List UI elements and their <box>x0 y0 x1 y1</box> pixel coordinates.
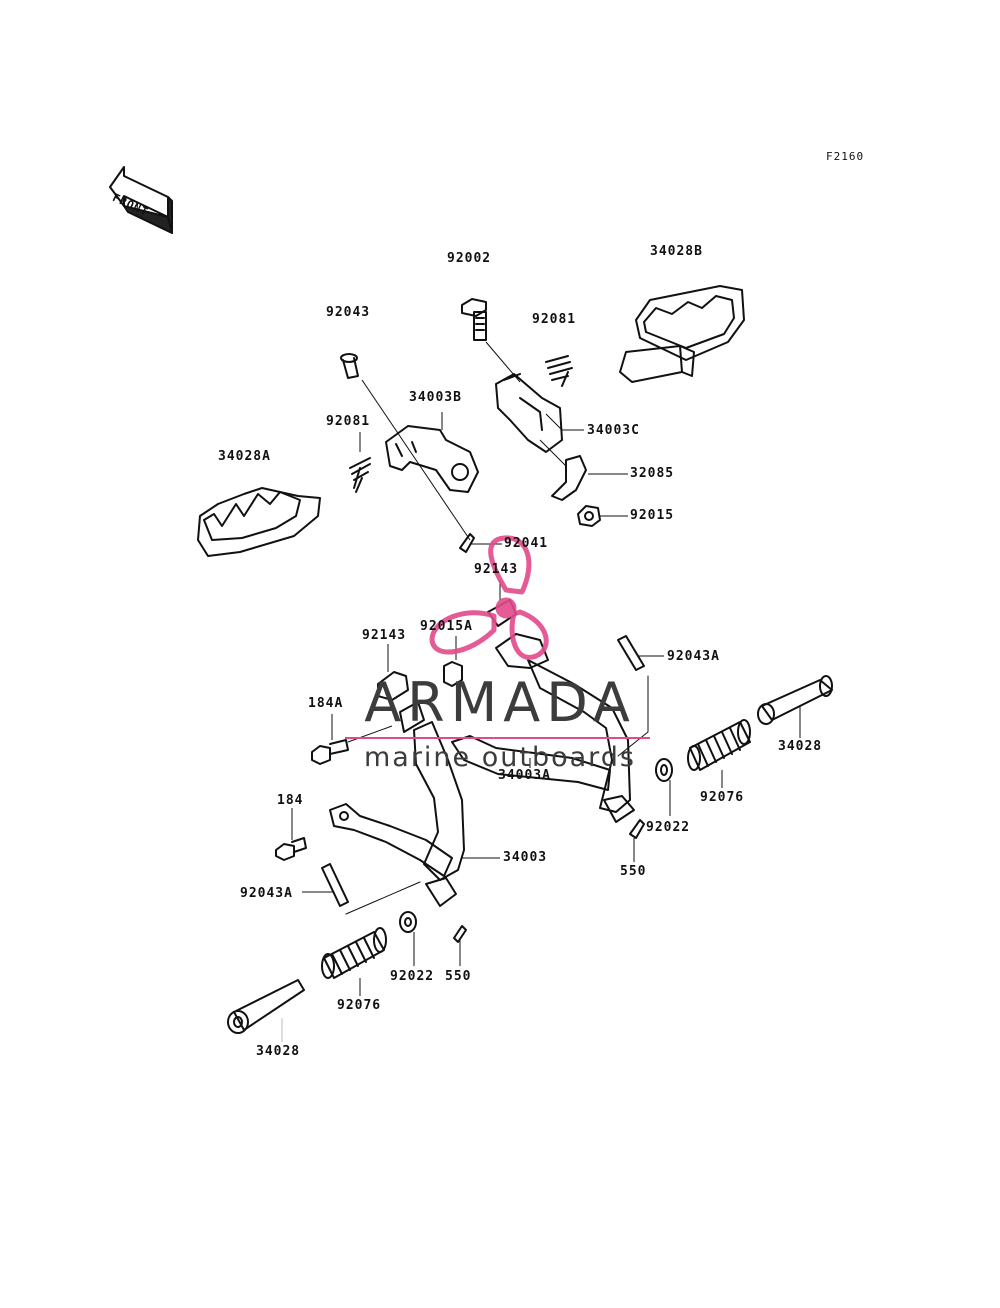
label-550-right: 550 <box>620 864 647 879</box>
watermark-accent-line <box>345 737 650 739</box>
label-92081-left: 92081 <box>326 414 371 429</box>
part-92143-left-clip <box>377 671 409 701</box>
label-34003: 34003 <box>503 850 548 865</box>
label-34028-right: 34028 <box>778 739 823 754</box>
part-92022-left-washer <box>399 911 417 933</box>
label-34003A: 34003A <box>498 768 551 783</box>
label-92043A-left: 92043A <box>240 886 293 901</box>
watermark-subtitle: marine outboards <box>363 742 636 773</box>
label-92076-left: 92076 <box>337 998 382 1013</box>
part-92022-right-washer <box>655 758 673 782</box>
label-92022-left: 92022 <box>390 969 435 984</box>
label-34028-left: 34028 <box>256 1044 301 1059</box>
part-92041-cotter <box>459 533 475 553</box>
label-92076-right: 92076 <box>700 790 745 805</box>
label-34003C: 34003C <box>587 423 640 438</box>
propeller-icon <box>429 535 549 660</box>
watermark-title: ARMADA <box>364 671 636 734</box>
part-34003-stand <box>329 701 465 907</box>
part-34003A-stand <box>451 633 635 823</box>
part-92043A-right-pin <box>617 635 649 757</box>
part-32085-plate <box>551 455 587 501</box>
label-184A: 184A <box>308 696 344 711</box>
label-34028A: 34028A <box>218 449 271 464</box>
label-550-left: 550 <box>445 969 472 984</box>
part-92076-right-rubber <box>687 719 751 771</box>
label-184: 184 <box>277 793 304 808</box>
part-92015A-nut <box>443 661 463 687</box>
label-92041: 92041 <box>504 536 549 551</box>
label-92081-top: 92081 <box>532 312 577 327</box>
label-34003B: 34003B <box>409 390 462 405</box>
label-92002: 92002 <box>447 251 492 266</box>
label-92043-top: 92043 <box>326 305 371 320</box>
part-92002-bolt <box>461 298 487 341</box>
part-34028-left-tube <box>227 979 305 1034</box>
part-92081-spring-left <box>349 457 371 493</box>
part-34003C-bracket <box>495 373 563 453</box>
label-92022-right: 92022 <box>646 820 691 835</box>
part-34028A-footpeg <box>197 487 321 557</box>
part-92076-left-rubber <box>321 927 387 979</box>
label-92015: 92015 <box>630 508 675 523</box>
part-550-left-cotter <box>453 925 467 943</box>
label-32085: 32085 <box>630 466 675 481</box>
part-184A-bolt <box>311 739 349 765</box>
part-92015-nut <box>577 505 601 527</box>
leader-lines <box>281 341 801 1042</box>
label-34028B: 34028B <box>650 244 703 259</box>
label-92143-top: 92143 <box>474 562 519 577</box>
part-92043-pin <box>340 353 359 379</box>
front-arrow-icon <box>109 166 173 234</box>
part-550-right-cotter <box>629 819 645 839</box>
part-184-bolt <box>275 837 307 861</box>
label-92043A-right: 92043A <box>667 649 720 664</box>
part-34003B-bracket <box>385 425 479 493</box>
part-34028-right-tube <box>757 675 833 725</box>
label-92143-left: 92143 <box>362 628 407 643</box>
part-92043A-left-pin <box>321 863 421 915</box>
part-92081-spring-right <box>545 355 573 387</box>
part-34028B-footpeg <box>619 285 745 383</box>
label-92015A: 92015A <box>420 619 473 634</box>
figure-code: F2160 <box>826 150 865 163</box>
